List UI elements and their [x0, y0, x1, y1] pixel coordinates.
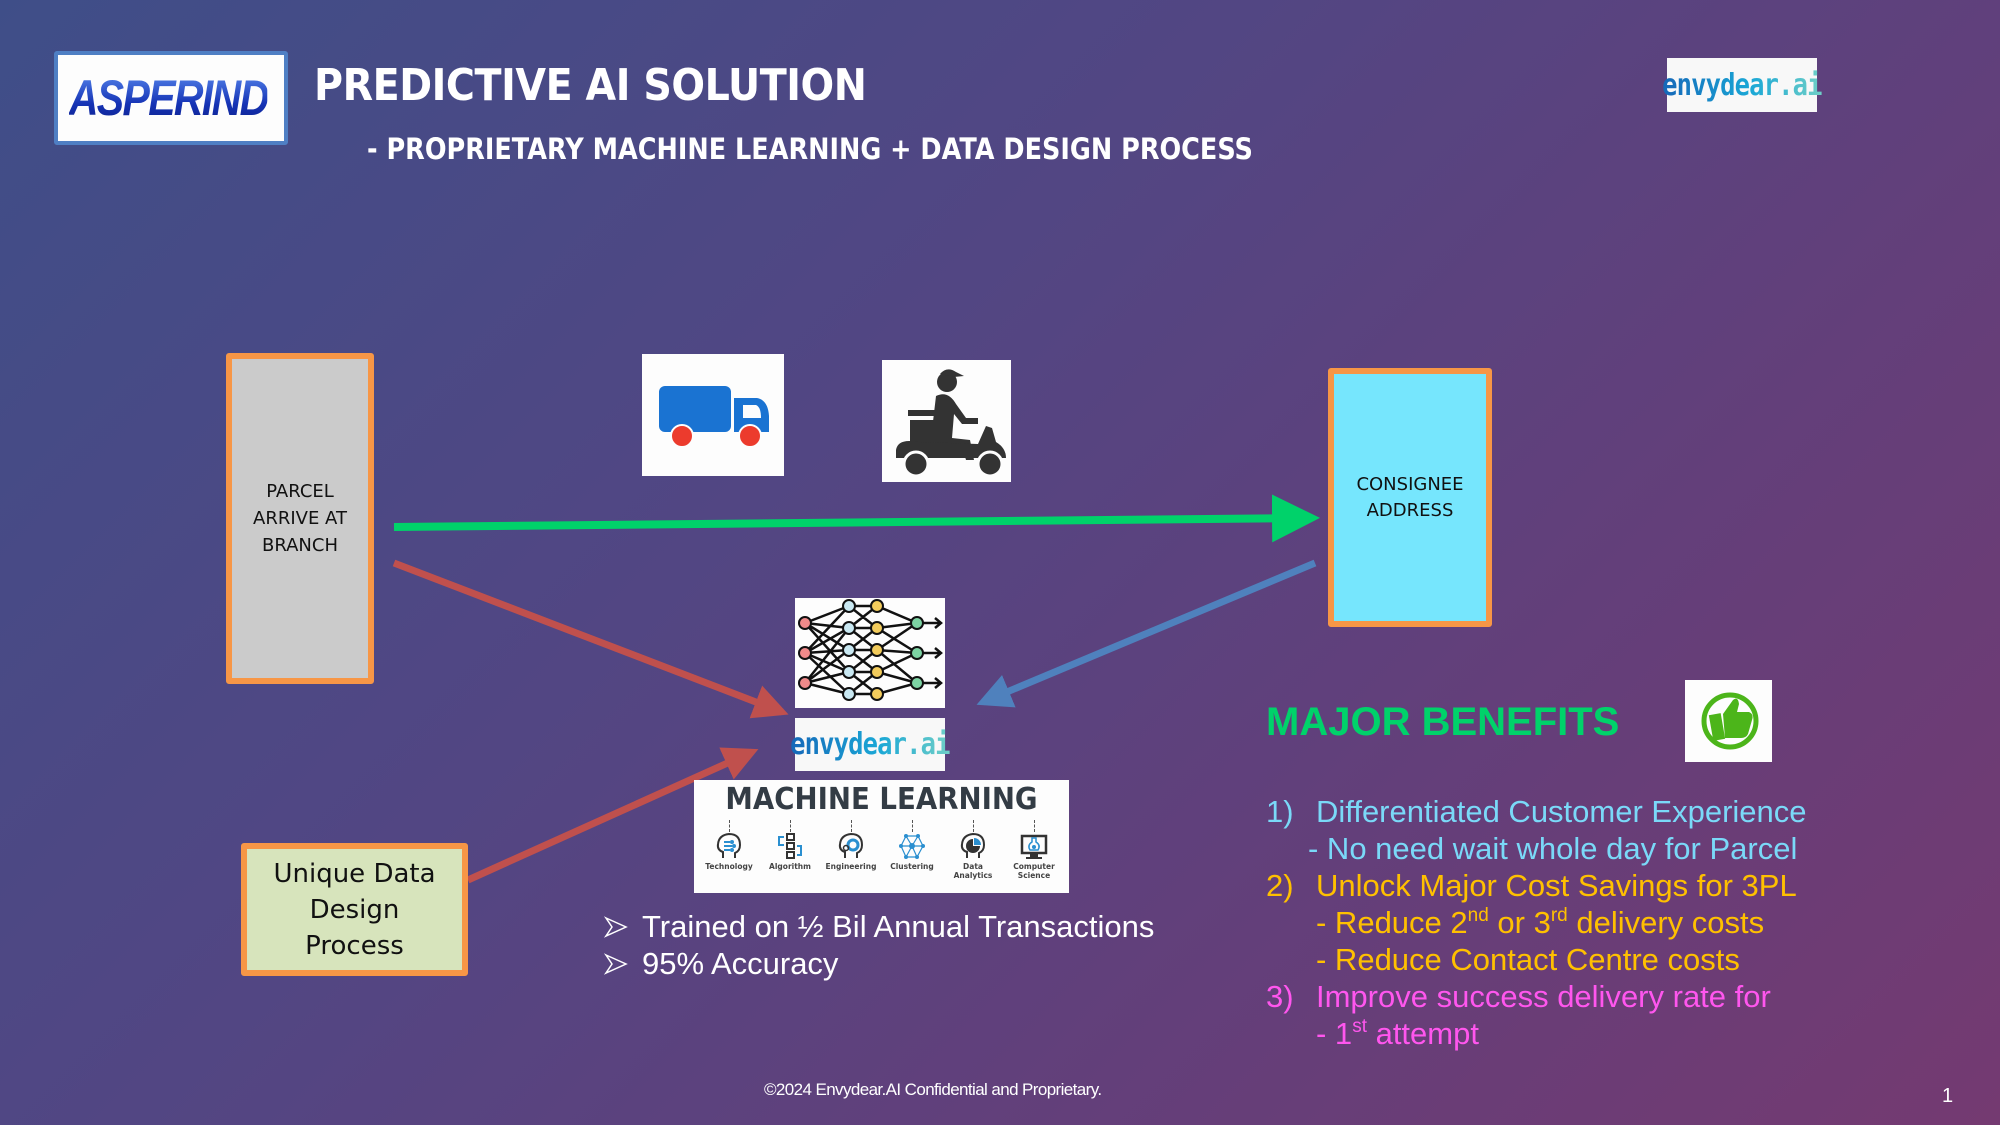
clustering-network-icon: [899, 834, 925, 859]
arrowhead-bullet-icon: [604, 952, 628, 975]
ml-item-clustering: Clustering: [883, 820, 941, 880]
model-stat-item: 95% Accuracy: [604, 945, 1154, 982]
delivery-truck-icon: [659, 386, 769, 448]
benefit-text: Differentiated Customer Experience: [1316, 794, 1807, 829]
ml-item-label: Clustering: [890, 862, 934, 871]
ml-item-label: Engineering: [825, 862, 877, 871]
arrow-parcel-to-consignee: [393, 494, 1320, 543]
envydear-logo-text: envydear.ai: [1662, 67, 1822, 103]
parcel-box-line: BRANCH: [261, 535, 338, 556]
benefit-item-1: 1) Differentiated Customer Experience: [1266, 793, 1807, 830]
ml-item-algorithm: Algorithm: [761, 820, 819, 880]
machine-learning-banner: MACHINE LEARNING Technology Algorithm En…: [694, 780, 1069, 893]
unique-box-line: Unique Data: [273, 858, 436, 889]
benefit-subitem: - Reduce Contact Centre costs: [1316, 942, 1740, 977]
model-stat-text: 95% Accuracy: [642, 946, 839, 981]
arrow-consignee-to-ml: [976, 559, 1317, 708]
arrow-parcel-to-ml: [392, 559, 789, 719]
benefit-subitem-text: delivery costs: [1567, 905, 1765, 940]
benefit-item-3: 3) Improve success delivery rate for: [1266, 978, 1807, 1015]
benefit-text: Unlock Major Cost Savings for 3PL: [1316, 868, 1797, 903]
ml-item-label: Data Analytics: [953, 862, 993, 880]
thumbs-up-icon: [1701, 692, 1759, 750]
envydear-engine-logo: envydear.ai: [790, 718, 951, 771]
major-benefits-heading: MAJOR BENEFITS: [1266, 700, 1620, 744]
copyright-footer: ©2024 Envydear.AI Confidential and Propr…: [764, 1080, 1102, 1099]
neural-network-card: [795, 598, 945, 708]
consignee-address-box: CONSIGNEE ADDRESS: [1328, 368, 1492, 627]
benefit-number: 3): [1266, 979, 1294, 1014]
computer-science-monitor-icon: [1020, 834, 1048, 859]
model-stat-text: Trained on ½ Bil Annual Transactions: [642, 909, 1155, 944]
page-subtitle: - PROPRIETARY MACHINE LEARNING + DATA DE…: [367, 132, 1253, 166]
ordinal-suffix: rd: [1550, 905, 1568, 926]
benefit-subitem: - Reduce 2nd or 3rd delivery costs: [1266, 904, 1807, 941]
benefit-subitem-text: - Reduce 2: [1316, 905, 1468, 940]
ml-item-label: Computer Science: [1013, 862, 1055, 880]
benefits-list: 1) Differentiated Customer Experience - N…: [1266, 793, 1807, 1052]
parcel-box-line: ARRIVE AT: [253, 508, 347, 529]
benefit-subitem-text: - 1: [1316, 1016, 1353, 1051]
truck-card: [642, 354, 784, 476]
parcel-box-line: PARCEL: [266, 481, 334, 502]
page-number: 1: [1942, 1085, 1954, 1107]
benefit-subitem-text: attempt: [1366, 1016, 1479, 1051]
ml-item-label: Technology: [705, 862, 753, 871]
arrow-unique-to-ml: [466, 747, 759, 884]
ml-item-computer-science: Computer Science: [1005, 820, 1063, 880]
thumbs-up-card: [1685, 680, 1772, 762]
scooter-card: [882, 360, 1011, 482]
model-stats-list: Trained on ½ Bil Annual Transactions 95%…: [604, 908, 1154, 982]
benefit-subitem: - 1st attempt: [1266, 1015, 1807, 1052]
consignee-box-line: ADDRESS: [1366, 499, 1454, 521]
unique-box-line: Process: [305, 930, 404, 961]
ml-item-data-analytics: Data Analytics: [944, 820, 1002, 880]
benefit-text: Improve success delivery rate for: [1316, 979, 1771, 1014]
ml-item-technology: Technology: [700, 820, 758, 880]
neural-network-icon: [798, 599, 943, 701]
unique-data-design-box: Unique Data Design Process: [241, 843, 468, 976]
ordinal-suffix: st: [1352, 1016, 1367, 1037]
envydear-logo: envydear.ai: [1662, 58, 1823, 112]
benefit-subitem: - No need wait whole day for Parcel: [1308, 831, 1798, 866]
unique-box-line: Design: [309, 894, 400, 925]
consignee-box-line: CONSIGNEE: [1356, 473, 1464, 495]
arrowhead-bullet-icon: [604, 915, 628, 938]
benefit-subitem-text: or 3: [1488, 905, 1551, 940]
ml-banner-title: MACHINE LEARNING: [725, 782, 1038, 817]
ml-item-engineering: Engineering: [822, 820, 880, 880]
benefit-item-2: 2) Unlock Major Cost Savings for 3PL: [1266, 867, 1807, 904]
delivery-scooter-icon: [896, 369, 1006, 478]
technology-head-icon: [716, 832, 742, 858]
engineering-gear-icon: [838, 832, 864, 858]
ordinal-suffix: nd: [1467, 905, 1489, 926]
envydear-engine-logo-text: envydear.ai: [790, 727, 950, 762]
asperind-logo-text: ASPERIND: [68, 70, 269, 126]
page-title: PREDICTIVE AI SOLUTION: [314, 60, 867, 111]
benefit-number: 1): [1266, 794, 1294, 829]
model-stat-item: Trained on ½ Bil Annual Transactions: [604, 908, 1154, 945]
benefit-number: 2): [1266, 868, 1294, 903]
data-analytics-pie-icon: [960, 832, 986, 858]
ml-item-label: Algorithm: [769, 862, 811, 871]
algorithm-flow-icon: [778, 833, 802, 859]
asperind-logo: ASPERIND: [54, 51, 288, 145]
parcel-arrive-box: PARCEL ARRIVE AT BRANCH: [226, 353, 374, 684]
